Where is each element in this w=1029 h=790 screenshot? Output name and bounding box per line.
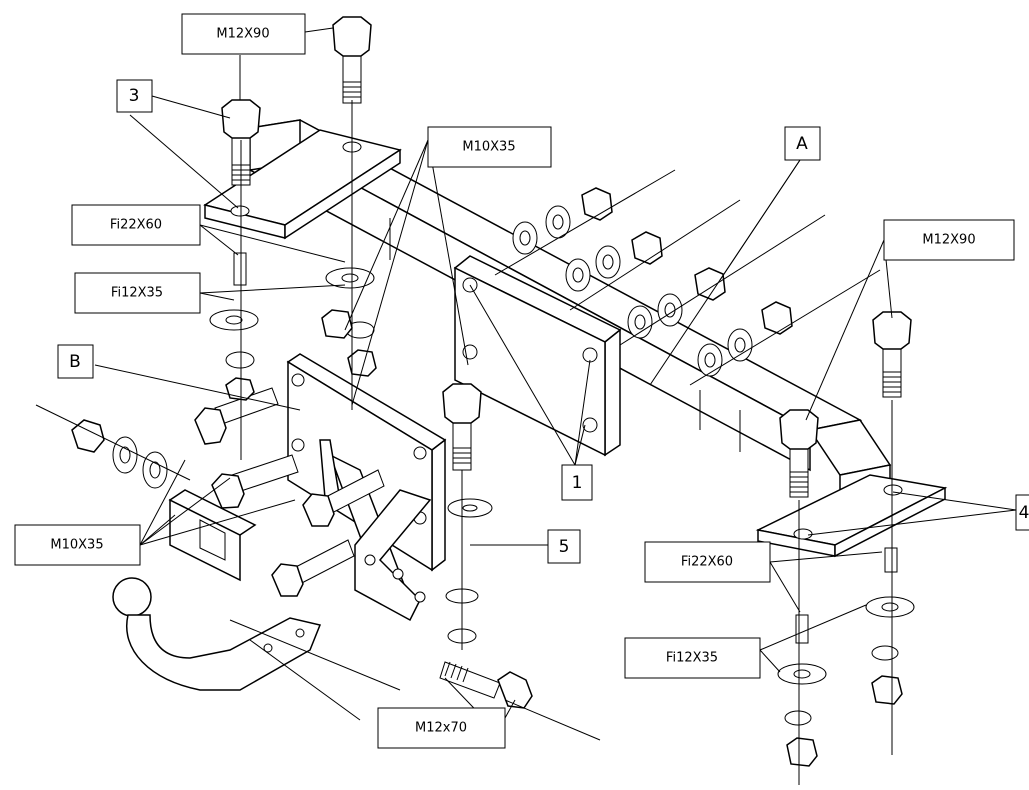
left-bracket — [205, 130, 400, 238]
center-flange-plate — [455, 256, 620, 455]
callout-1: 1 — [562, 465, 592, 500]
label-m12x90-top-text: M12X90 — [216, 27, 269, 42]
center-fastener-stack — [446, 499, 492, 643]
label-m12x90-right: M12X90 — [884, 220, 1014, 260]
label-fi22x60-left: Fi22X60 — [72, 205, 200, 245]
side-mount-bracket — [170, 490, 255, 580]
bolt-angled-2 — [212, 455, 298, 508]
bolt-m12x70 — [440, 662, 532, 708]
left-fastener-stack — [210, 253, 376, 400]
label-fi22x60-right-text: Fi22X60 — [681, 555, 733, 570]
label-fi12x35-right-text: Fi12X35 — [666, 651, 718, 666]
callout-b-text: B — [69, 352, 81, 372]
label-fi12x35-right: Fi12X35 — [625, 638, 760, 678]
upper-right-washer-sets — [513, 188, 792, 376]
label-m12x90-top: M12X90 — [182, 14, 305, 54]
label-m12x70: M12x70 — [378, 708, 505, 748]
bolt-m12x90-right-a — [780, 410, 818, 497]
label-m10x35-top-text: M10X35 — [462, 140, 515, 155]
callout-4-text: 4 — [1019, 503, 1029, 523]
label-fi22x60-left-text: Fi22X60 — [110, 218, 162, 233]
label-m10x35-top: M10X35 — [428, 127, 551, 167]
hitch-arm — [355, 490, 430, 620]
bolt-center-vertical — [443, 384, 481, 470]
right-fastener-stack — [778, 548, 914, 766]
callout-5: 5 — [548, 530, 580, 563]
label-m10x35-left: M10X35 — [15, 525, 140, 565]
bolt-angled-1 — [195, 388, 278, 444]
bolt-m12x90-right-b — [873, 312, 911, 397]
callout-3-text: 3 — [129, 86, 140, 106]
label-m12x70-text: M12x70 — [415, 721, 467, 736]
callout-4: 4 — [1016, 495, 1029, 530]
callout-b: B — [58, 345, 93, 378]
bolt-angled-4 — [272, 540, 354, 596]
callout-1-text: 1 — [572, 473, 583, 493]
callout-5-text: 5 — [559, 537, 570, 557]
label-m12x90-right-text: M12X90 — [922, 233, 975, 248]
callout-3: 3 — [117, 80, 152, 112]
label-fi12x35-left: Fi12X35 — [75, 273, 200, 313]
tow-ball — [113, 578, 320, 690]
leader-lines — [36, 28, 1016, 785]
label-fi12x35-left-text: Fi12X35 — [111, 286, 163, 301]
label-fi22x60-right: Fi22X60 — [645, 542, 770, 582]
bolt-angled-3 — [303, 470, 384, 526]
left-nut-washers — [72, 420, 167, 488]
label-m10x35-left-text: M10X35 — [50, 538, 103, 553]
right-bracket — [758, 475, 945, 556]
callout-a: A — [785, 127, 820, 160]
bolt-m12x90-top-right — [333, 17, 371, 103]
callout-a-text: A — [796, 134, 808, 154]
